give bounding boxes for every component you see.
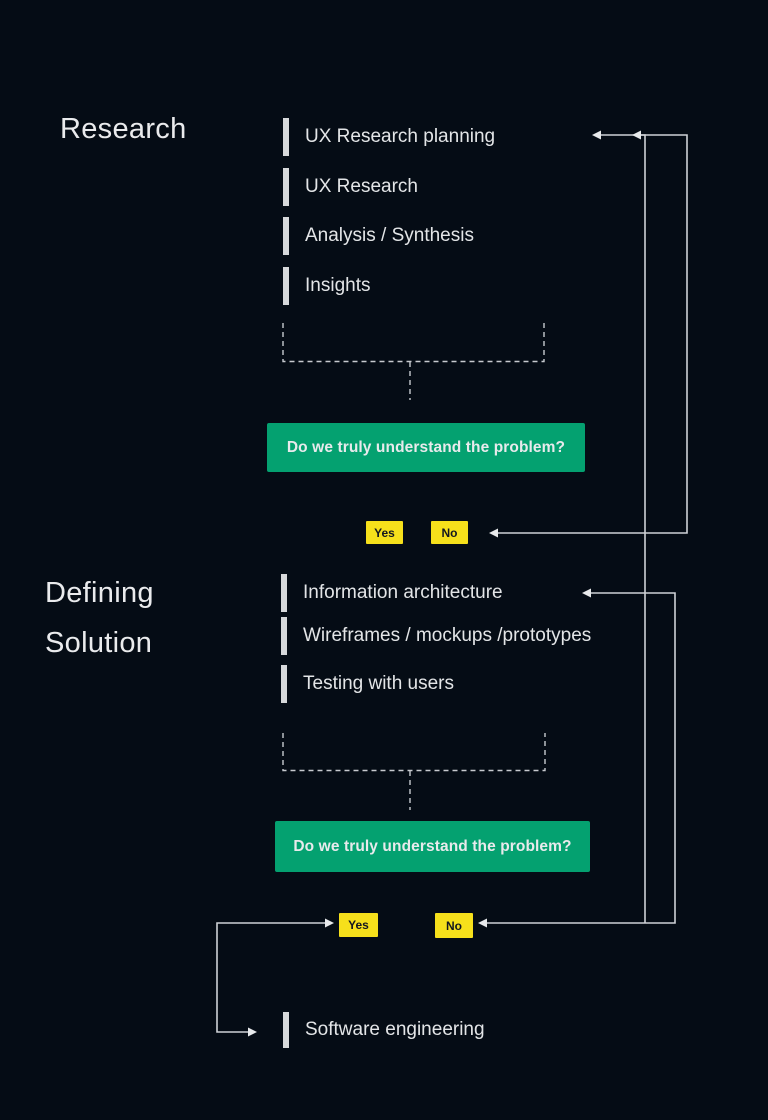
arrowhead-left-research-b [632,130,641,140]
decision-box-1[interactable]: Do we truly understand the problem? [267,423,585,472]
step-label: Insights [305,275,371,296]
step-bar-icon [283,267,289,305]
step-bar-icon [283,217,289,255]
section-title-defining-solution: Defining Solution [45,568,154,668]
no-label: No [441,525,458,540]
step-wireframes-mockups-prototypes: Wireframes / mockups /prototypes [281,617,591,655]
section-title-line-2: Solution [45,627,153,659]
step-analysis-synthesis: Analysis / Synthesis [283,217,474,255]
step-ux-research-planning: UX Research planning [283,118,495,156]
step-label: Wireframes / mockups /prototypes [303,625,592,646]
step-label: Testing with users [303,673,455,694]
no-label: No [446,918,462,933]
step-bar-icon [283,118,289,156]
step-label: UX Research planning [305,126,496,147]
yes-button-1[interactable]: Yes [366,521,403,544]
arrowhead-left-no1 [489,528,498,538]
dashed-bracket-defining [282,733,546,772]
step-label: Software engineering [305,1019,485,1040]
section-title-research: Research [60,104,187,154]
step-bar-icon [281,574,287,612]
step-insights: Insights [283,267,370,305]
connector-no1-to-research [498,134,688,534]
connector-no2-to-information-architecture [487,592,676,924]
no-button-1[interactable]: No [431,521,468,544]
step-label: Analysis / Synthesis [305,225,474,246]
connector-no2-to-research [640,134,646,923]
arrowhead-right-software-engineering [248,1027,257,1037]
arrowhead-right-yes2 [325,918,334,928]
section-title-research-text: Research [60,113,187,145]
yes-button-2[interactable]: Yes [339,913,378,937]
step-label: Information architecture [303,582,503,603]
dashed-bracket-research [282,323,545,363]
section-title-line-1: Defining [45,577,154,609]
arrowhead-left-information-architecture [582,588,591,598]
decision-box-2[interactable]: Do we truly understand the problem? [275,821,590,872]
decision-question: Do we truly understand the problem? [293,837,572,855]
step-bar-icon [283,168,289,206]
step-testing-with-users: Testing with users [281,665,454,703]
arrowhead-left-no2 [478,918,487,928]
yes-label: Yes [374,525,395,540]
step-information-architecture: Information architecture [281,574,503,612]
step-software-engineering: Software engineering [283,1012,485,1048]
step-bar-icon [281,617,287,655]
no-button-2[interactable]: No [435,913,473,938]
yes-label: Yes [348,918,369,932]
step-label: UX Research [305,176,418,197]
decision-question: Do we truly understand the problem? [286,438,566,456]
step-bar-icon [281,665,287,703]
step-ux-research: UX Research [283,168,418,206]
connector-yes2-to-software-engineering [216,922,325,1033]
arrowhead-left-research-a [592,130,601,140]
step-bar-icon [283,1012,289,1048]
